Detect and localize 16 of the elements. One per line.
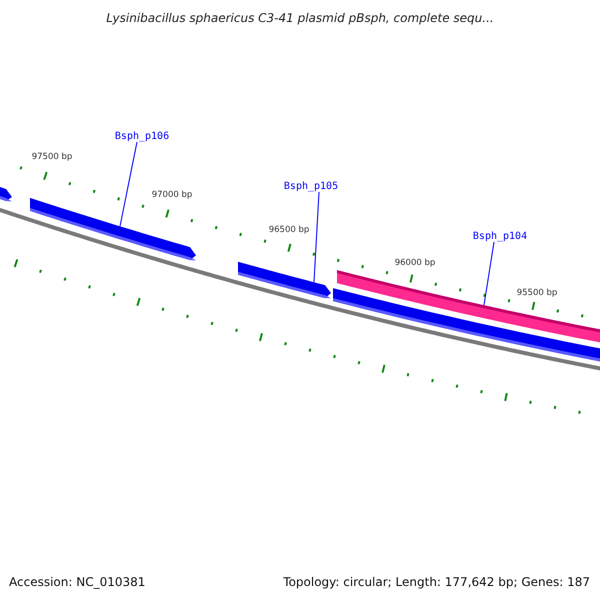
position-label: 97500 bp — [32, 152, 72, 162]
position-label: 96500 bp — [268, 225, 310, 235]
position-label: 96000 bp — [394, 258, 436, 268]
gene-label: Bsph_p104 — [472, 231, 528, 242]
gene-arrow — [238, 262, 331, 298]
gene-label: Bsph_p105 — [284, 181, 338, 192]
footer-text: Topology: circular; Length: 177,642 bp; Genes: 187 — [283, 575, 590, 589]
gene-arrow — [30, 198, 196, 260]
gene-label: Bsph_p106 — [114, 131, 170, 142]
leader-line — [120, 142, 138, 227]
leader-line — [484, 242, 494, 306]
position-label: 97000 bp — [152, 190, 192, 200]
position-label: 95500 bp — [516, 288, 558, 298]
leader-line — [314, 192, 320, 283]
footer-text: Accession: NC_010381 — [9, 575, 146, 589]
map-title: Lysinibacillus sphaericus C3-41 plasmid pBsph, complete sequ... — [105, 11, 495, 25]
